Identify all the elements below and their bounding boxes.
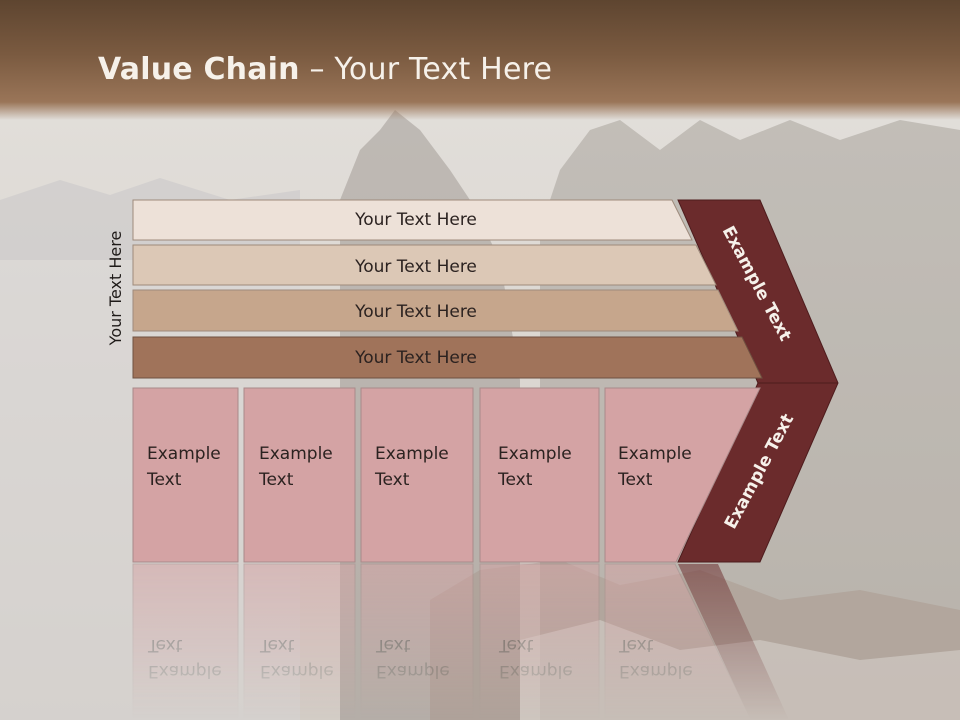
title-band [0, 0, 960, 120]
support-row-3[interactable] [132, 289, 739, 332]
side-label: Your Text Here [106, 231, 125, 347]
svg-text:Text: Text [498, 635, 534, 655]
support-row-4[interactable] [132, 336, 763, 379]
primary-box-5-line2: Text [617, 470, 653, 490]
title-rest: – Your Text Here [299, 52, 553, 87]
page-title: Value Chain – Your Text Here [98, 52, 552, 87]
primary-box-5-line1: Example [618, 444, 692, 464]
svg-text:Example: Example [376, 661, 450, 681]
support-rows: Your Text Here Your Text Here Your Text … [132, 199, 763, 379]
primary-box-4-line1: Example [498, 444, 572, 464]
primary-box-1-line2: Text [146, 470, 182, 490]
support-row-2[interactable] [132, 244, 717, 286]
primary-box-4[interactable] [479, 387, 600, 563]
primary-box-1[interactable] [132, 387, 239, 563]
primary-box-1-line1: Example [147, 444, 221, 464]
primary-box-2-line1: Example [259, 444, 333, 464]
support-row-3-label: Your Text Here [354, 302, 477, 322]
svg-text:Text: Text [618, 635, 654, 655]
svg-text:Text: Text [259, 635, 295, 655]
support-row-4-label: Your Text Here [354, 348, 477, 368]
support-row-1-label: Your Text Here [354, 210, 477, 230]
primary-box-4-line2: Text [497, 470, 533, 490]
svg-text:Text: Text [147, 635, 183, 655]
svg-text:Example: Example [619, 661, 693, 681]
support-row-2-label: Your Text Here [354, 257, 477, 277]
svg-text:Example: Example [499, 661, 573, 681]
primary-box-3-line2: Text [374, 470, 410, 490]
support-row-1[interactable] [132, 199, 693, 241]
diagram-reflection: Example Text Example Text Example Text E… [132, 563, 789, 720]
title-bold: Value Chain [98, 52, 300, 87]
svg-text:Example: Example [148, 661, 222, 681]
primary-boxes: Example Text Example Text Example Text E… [132, 387, 761, 563]
primary-box-2[interactable] [243, 387, 356, 563]
primary-box-3[interactable] [360, 387, 474, 563]
primary-box-3-line1: Example [375, 444, 449, 464]
svg-text:Example: Example [260, 661, 334, 681]
svg-text:Text: Text [375, 635, 411, 655]
primary-box-2-line2: Text [258, 470, 294, 490]
primary-box-5[interactable] [604, 387, 761, 563]
